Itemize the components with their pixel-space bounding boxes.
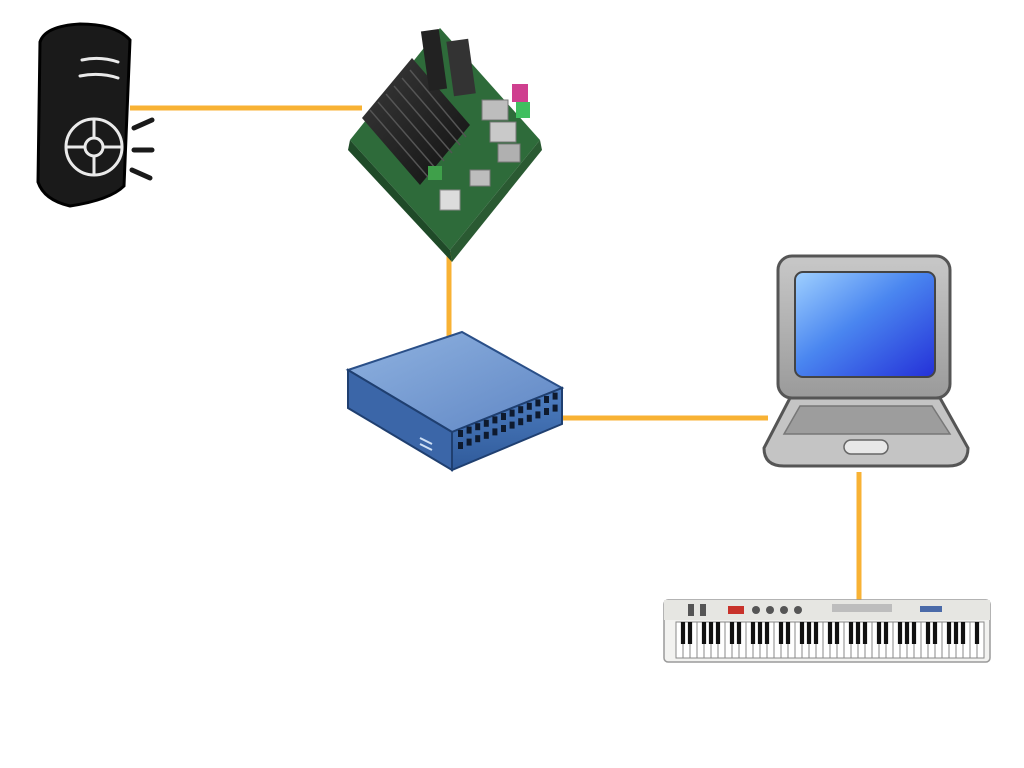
black-key: [806, 622, 812, 644]
black-key: [904, 622, 910, 644]
black-key: [778, 622, 784, 644]
switch-port: [526, 402, 532, 410]
black-key: [687, 622, 693, 644]
black-key: [757, 622, 763, 644]
black-key: [848, 622, 854, 644]
black-key: [946, 622, 952, 644]
connection-wires: [130, 105, 862, 602]
switch-port: [475, 423, 481, 431]
black-key: [701, 622, 707, 644]
laptop-icon: [762, 254, 970, 468]
black-key: [932, 622, 938, 644]
switch-port: [492, 428, 498, 436]
switch-port: [458, 442, 463, 449]
black-key: [799, 622, 805, 644]
switch-port: [552, 392, 558, 400]
black-key: [953, 622, 959, 644]
switch-port: [535, 411, 541, 419]
switch-ports: [458, 392, 558, 449]
switch-port: [483, 431, 489, 439]
black-key: [785, 622, 791, 644]
switch-port: [466, 438, 472, 446]
single-board-computer-icon: [348, 28, 542, 262]
switch-port: [535, 399, 541, 407]
switch-port: [501, 425, 506, 432]
switch-port: [526, 414, 532, 422]
black-key: [827, 622, 833, 644]
black-key: [834, 622, 840, 644]
black-key: [974, 622, 980, 644]
black-key: [708, 622, 714, 644]
midi-keyboard-icon: [663, 599, 991, 663]
black-key: [729, 622, 735, 644]
switch-port: [544, 396, 549, 403]
switch-port: [501, 413, 506, 420]
switch-port: [518, 418, 524, 426]
switch-port: [466, 426, 472, 434]
black-key: [862, 622, 868, 644]
black-key: [750, 622, 756, 644]
switch-port: [475, 435, 481, 443]
switch-port: [483, 419, 489, 427]
switch-port: [492, 416, 498, 424]
switch-port: [509, 409, 515, 417]
speaker-icon: [36, 22, 155, 208]
network-switch-icon: [345, 330, 565, 472]
switch-port: [458, 430, 463, 437]
black-key: [911, 622, 917, 644]
black-key: [960, 622, 966, 644]
black-key: [883, 622, 889, 644]
black-key: [813, 622, 819, 644]
switch-port: [552, 404, 558, 412]
black-key: [925, 622, 931, 644]
black-key: [736, 622, 742, 644]
black-key: [897, 622, 903, 644]
black-key: [715, 622, 721, 644]
switch-port: [509, 421, 515, 429]
black-keys: [680, 622, 980, 644]
black-key: [876, 622, 882, 644]
black-key: [680, 622, 686, 644]
black-key: [855, 622, 861, 644]
switch-port: [544, 408, 549, 415]
switch-port: [518, 406, 524, 414]
black-key: [764, 622, 770, 644]
